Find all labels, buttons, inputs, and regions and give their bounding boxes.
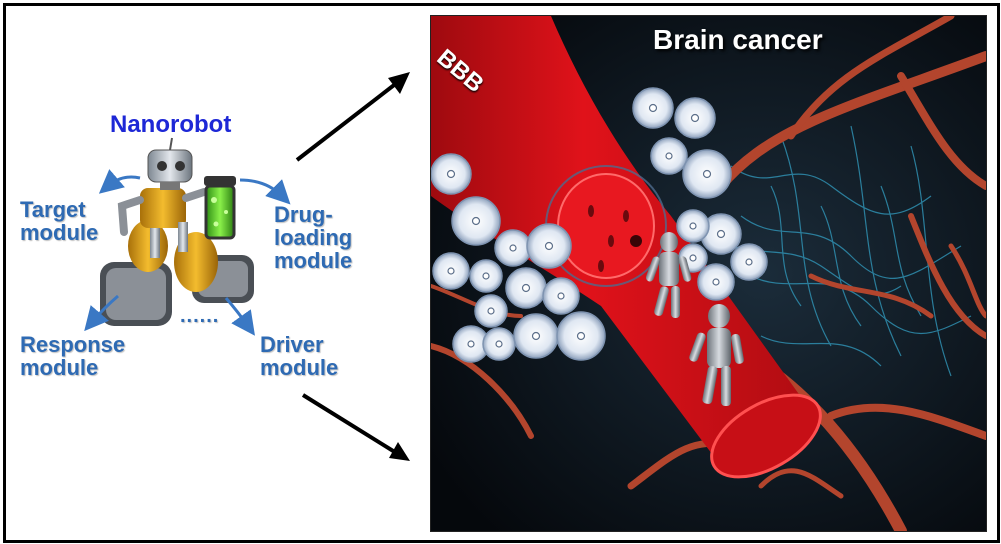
drug-loading-line-1: Drug-	[274, 202, 333, 227]
brain-cancer-title: Brain cancer	[653, 24, 823, 55]
arrow-to-drug-loading-module	[239, 178, 291, 205]
drug-canister	[204, 176, 236, 240]
vesicle-cores	[446, 103, 753, 348]
brain-cancer-scene: BBB Brain cancer	[430, 15, 987, 532]
arrow-head-lower	[389, 442, 410, 461]
scene-illustration	[431, 16, 986, 531]
robot-head	[147, 137, 193, 190]
response-module-line-1: Response	[20, 332, 126, 357]
drug-loading-line-3: module	[274, 248, 353, 274]
nanorobot-figure-1	[645, 232, 692, 318]
nanorobot-figure-2	[689, 304, 744, 406]
more-modules-ellipsis: ......	[180, 305, 220, 327]
arrow-to-response-module	[84, 294, 119, 332]
arrow-head-upper	[388, 72, 410, 94]
response-module-line-2: module	[20, 355, 99, 381]
drug-loading-module-label: Drug- loading module	[274, 203, 352, 272]
robot-body	[128, 188, 218, 292]
arrow-to-target-module	[98, 169, 141, 194]
driver-module-line-1: Driver	[260, 332, 324, 357]
nanorobot-illustration	[84, 72, 410, 461]
driver-module-line-2: module	[260, 355, 339, 381]
target-module-line-1: Target	[20, 197, 86, 222]
arrow-to-scene-upper	[295, 80, 400, 162]
vesicle-cells	[431, 87, 768, 363]
arrow-to-driver-module	[224, 297, 255, 336]
drug-loading-line-2: loading	[274, 225, 353, 251]
target-module-line-2: module	[20, 220, 99, 246]
target-module-label: Target module	[20, 198, 98, 244]
driver-module-label: Driver module	[260, 333, 338, 379]
figure-frame	[3, 3, 1000, 543]
nanorobot-title: Nanorobot	[110, 111, 232, 138]
response-module-label: Response module	[20, 333, 125, 379]
robot-arms	[117, 188, 208, 236]
arrow-to-scene-lower	[301, 393, 400, 456]
